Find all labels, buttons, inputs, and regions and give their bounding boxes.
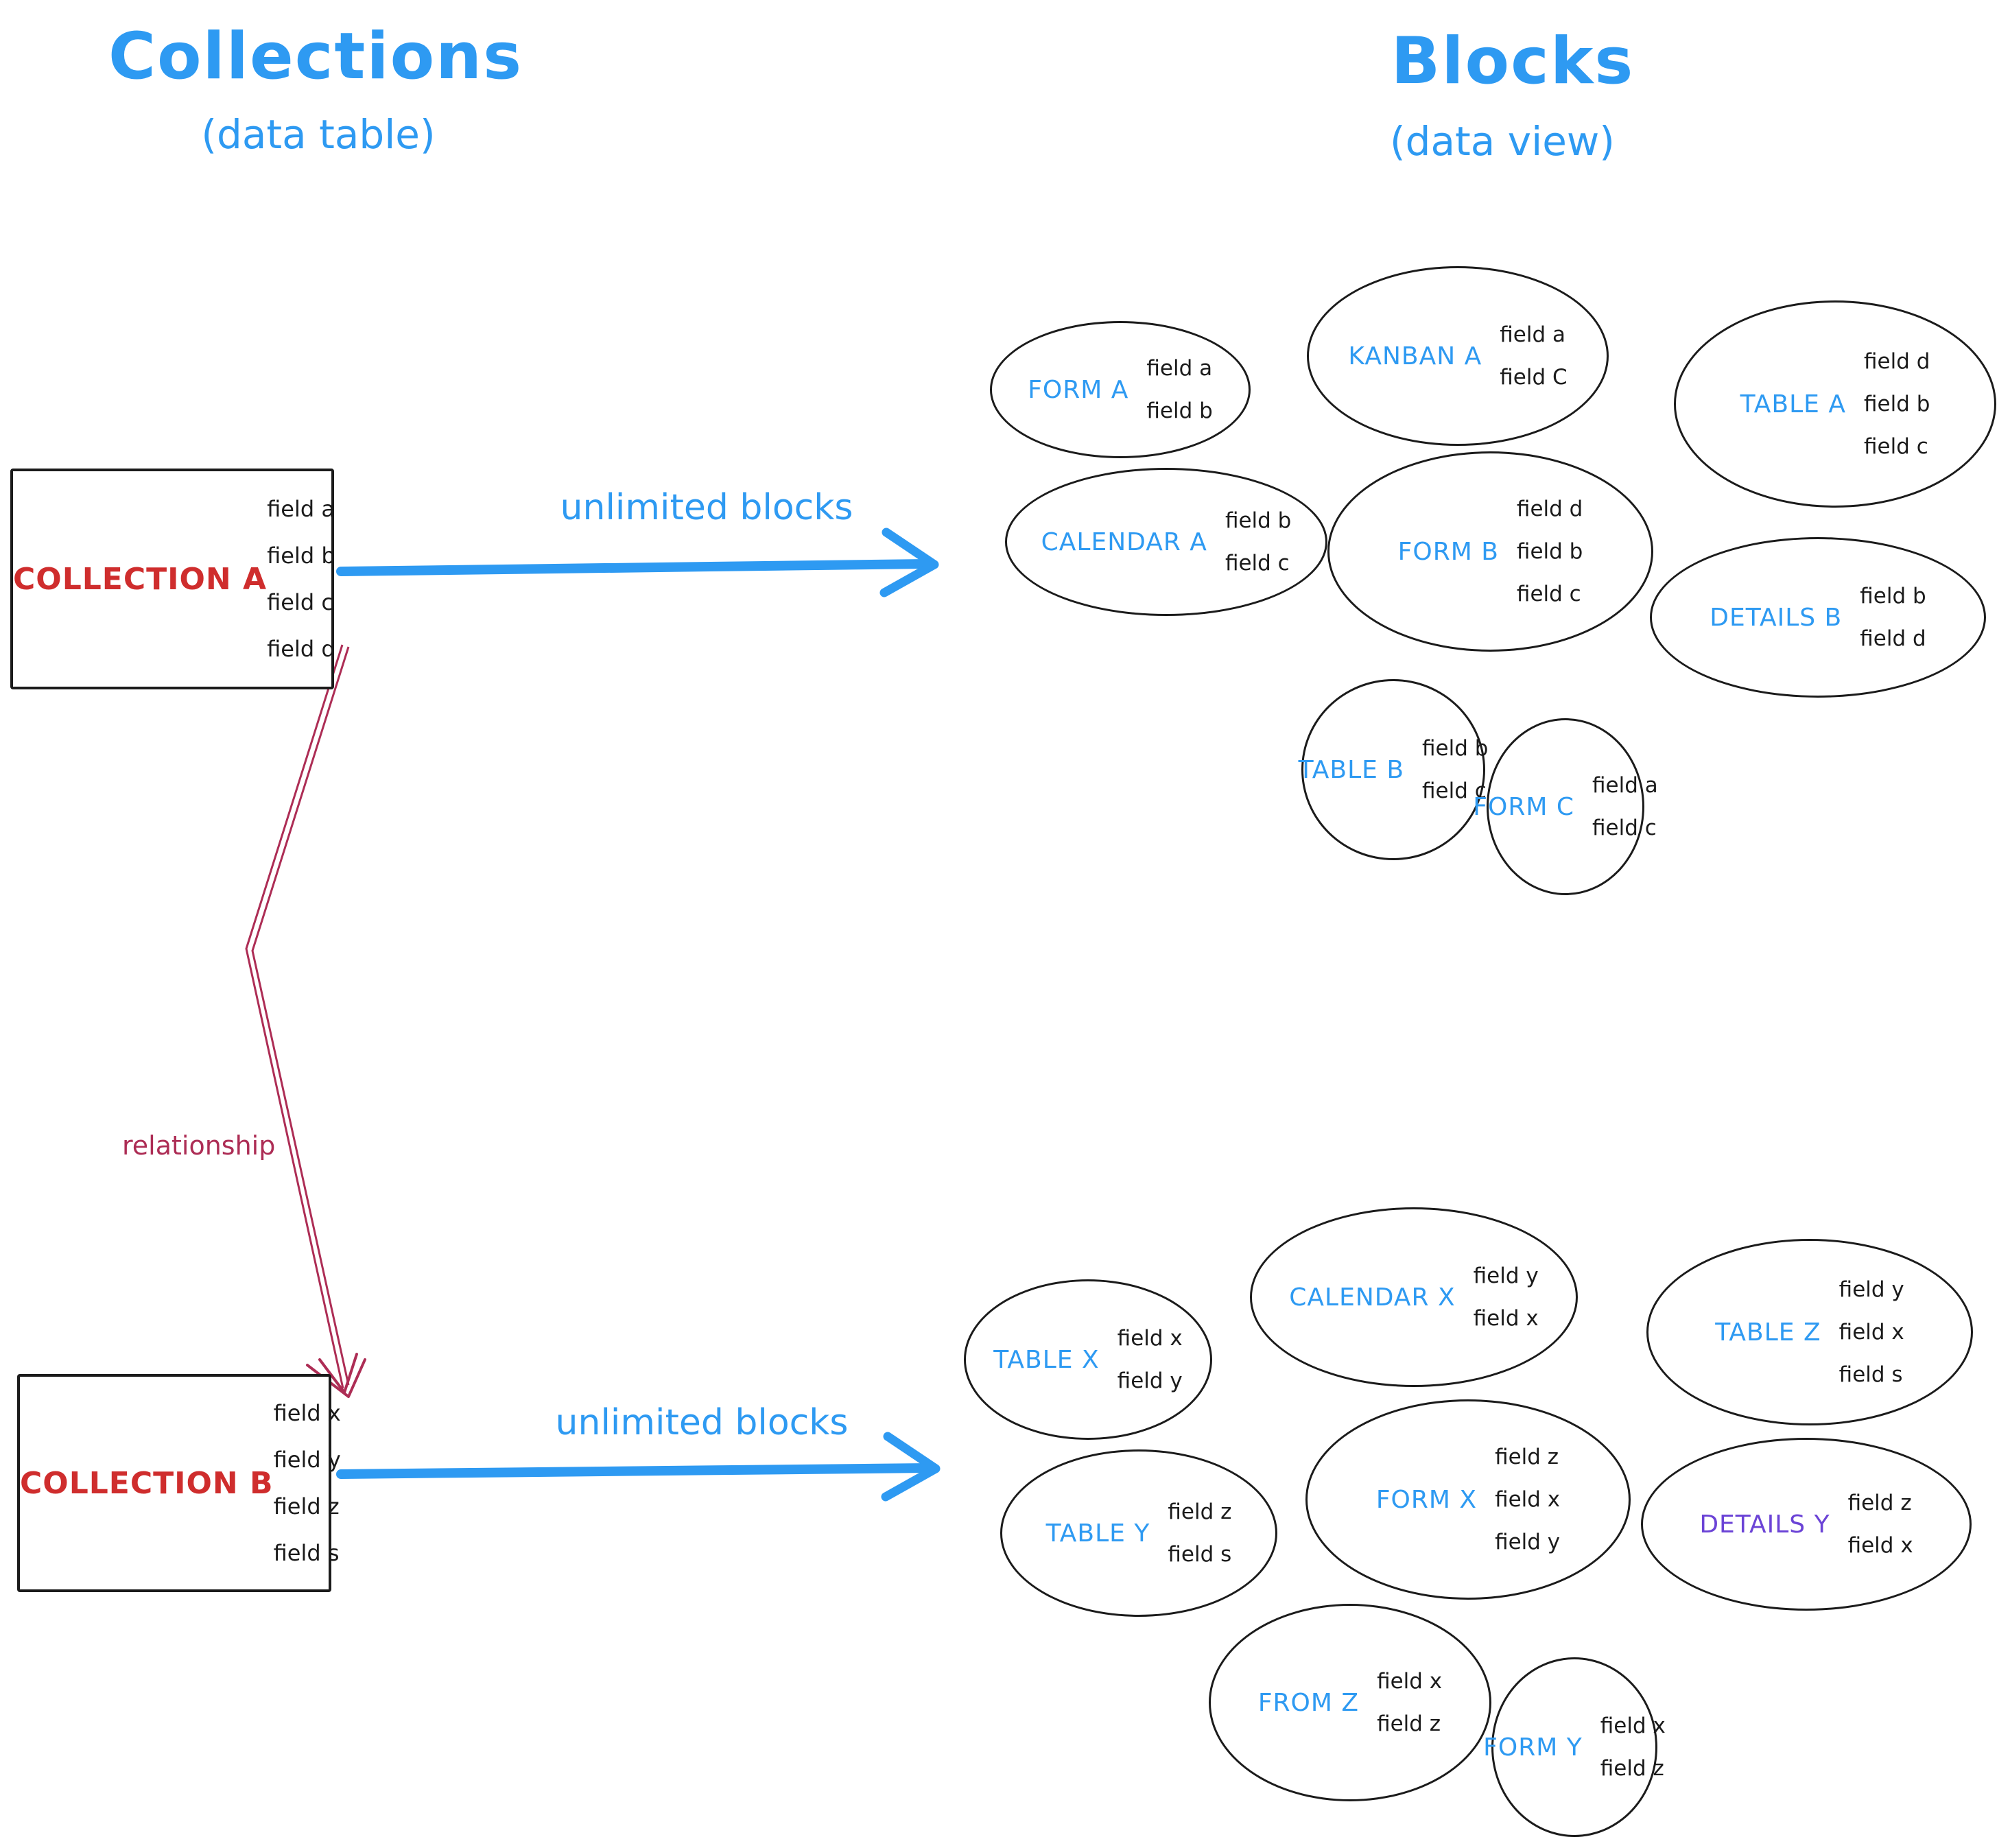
field-item: field z (1168, 1500, 1232, 1524)
field-item: field y (1473, 1264, 1539, 1288)
block-label: DETAILS Y (1699, 1510, 1830, 1539)
field-item: field c (1225, 551, 1290, 576)
relationship-label: relationship (122, 1130, 276, 1161)
field-item: field z (1847, 1491, 1912, 1515)
block-table-x: TABLE X field x field y (964, 1279, 1212, 1440)
block-label: FORM B (1397, 537, 1499, 566)
block-form-b: FORM B field d field b field c (1327, 451, 1653, 652)
collection-a-fields: field a field b field c field d (267, 496, 335, 662)
block-label: FORM Y (1483, 1733, 1583, 1762)
block-details-y: DETAILS Y field z field x (1641, 1438, 1972, 1611)
field-item: field c (1863, 434, 1928, 459)
collection-a-label: COLLECTION A (13, 561, 268, 597)
field-item: field y (1495, 1530, 1561, 1554)
block-label: FORM C (1473, 792, 1574, 821)
field-item: field b (1860, 584, 1926, 608)
unlimited-blocks-label-top: unlimited blocks (560, 487, 853, 528)
field-item: field z (1600, 1756, 1664, 1781)
blocks-subtitle: (data view) (1390, 118, 1615, 165)
block-label: FORM X (1375, 1485, 1478, 1514)
field-item: field x (273, 1400, 341, 1426)
field-item: field C (1500, 365, 1568, 390)
field-item: field b (1863, 392, 1930, 416)
field-item: field x (1600, 1714, 1666, 1738)
block-kanban-a: KANBAN A field a field C (1307, 266, 1609, 446)
field-item: field x (1473, 1306, 1539, 1331)
collection-b-box: COLLECTION B field x field y field z fie… (17, 1374, 341, 1592)
field-item: field c (267, 589, 333, 615)
field-item: field y (1117, 1369, 1183, 1393)
block-form-c: FORM C field a field c (1473, 718, 1658, 895)
block-label: CALENDAR X (1289, 1283, 1456, 1312)
field-item: field c (1516, 582, 1581, 606)
collections-title: Collections (108, 19, 523, 94)
field-item: field x (1495, 1487, 1561, 1512)
block-form-x: FORM X field z field x field y (1305, 1399, 1631, 1600)
collections-subtitle: (data table) (201, 111, 436, 158)
relationship-arrow (245, 644, 366, 1398)
field-item: field x (1117, 1326, 1183, 1351)
field-item: field b (1516, 539, 1583, 564)
field-item: field a (1592, 773, 1658, 798)
block-label: FORM A (1028, 375, 1129, 404)
block-table-a: TABLE A field d field b field c (1674, 300, 1996, 508)
field-item: field z (1377, 1711, 1441, 1736)
field-item: field a (1500, 322, 1565, 347)
field-item: field a (1146, 356, 1213, 381)
field-item: field y (273, 1447, 341, 1473)
block-label: CALENDAR A (1041, 528, 1207, 556)
collection-b-label: COLLECTION B (20, 1465, 274, 1501)
field-item: field d (1863, 349, 1930, 374)
block-label: TABLE A (1740, 390, 1846, 418)
field-item: field x (1838, 1320, 1904, 1344)
collection-a-box: COLLECTION A field a field b field c fie… (10, 469, 335, 689)
field-item: field b (267, 543, 335, 569)
unlimited-blocks-arrow-bottom (336, 1432, 941, 1502)
field-item: field x (1847, 1533, 1913, 1558)
field-item: field s (1838, 1362, 1903, 1387)
block-form-y: FORM Y field x field z (1483, 1657, 1666, 1837)
block-from-z: FROM Z field x field z (1209, 1604, 1491, 1801)
block-label: TABLE X (993, 1345, 1100, 1374)
field-item: field b (1146, 399, 1213, 423)
field-item: field b (1225, 508, 1292, 533)
block-form-a: FORM A field a field b (990, 321, 1251, 458)
block-calendar-x: CALENDAR X field y field x (1250, 1207, 1578, 1387)
blocks-title: Blocks (1391, 24, 1635, 99)
block-label: KANBAN A (1348, 342, 1482, 370)
field-item: field y (1838, 1277, 1904, 1302)
field-item: field c (1592, 816, 1657, 840)
block-table-b: TABLE B field b field c (1298, 679, 1489, 860)
block-label: TABLE B (1298, 755, 1405, 784)
field-item: field d (1860, 626, 1926, 651)
field-item: field d (1516, 497, 1583, 521)
unlimited-blocks-label-bottom: unlimited blocks (555, 1402, 849, 1443)
field-item: field z (1495, 1445, 1559, 1469)
field-item: field z (273, 1493, 340, 1519)
block-label: TABLE Z (1715, 1318, 1821, 1347)
field-item: field b (1422, 736, 1489, 761)
block-calendar-a: CALENDAR A field b field c (1005, 468, 1327, 616)
field-item: field s (1168, 1542, 1232, 1567)
block-label: DETAILS B (1710, 603, 1843, 632)
block-details-b: DETAILS B field b field d (1650, 537, 1986, 698)
block-label: TABLE Y (1045, 1519, 1150, 1548)
field-item: field x (1377, 1669, 1443, 1694)
field-item: field c (1422, 779, 1487, 803)
block-table-y: TABLE Y field z field s (1000, 1449, 1277, 1617)
field-item: field s (273, 1540, 340, 1566)
field-item: field d (267, 636, 335, 662)
unlimited-blocks-arrow-top (336, 528, 939, 597)
block-label: FROM Z (1257, 1688, 1360, 1717)
block-table-z: TABLE Z field y field x field s (1646, 1239, 1973, 1425)
field-item: field a (267, 496, 335, 522)
collection-b-fields: field x field y field z field s (274, 1400, 341, 1566)
